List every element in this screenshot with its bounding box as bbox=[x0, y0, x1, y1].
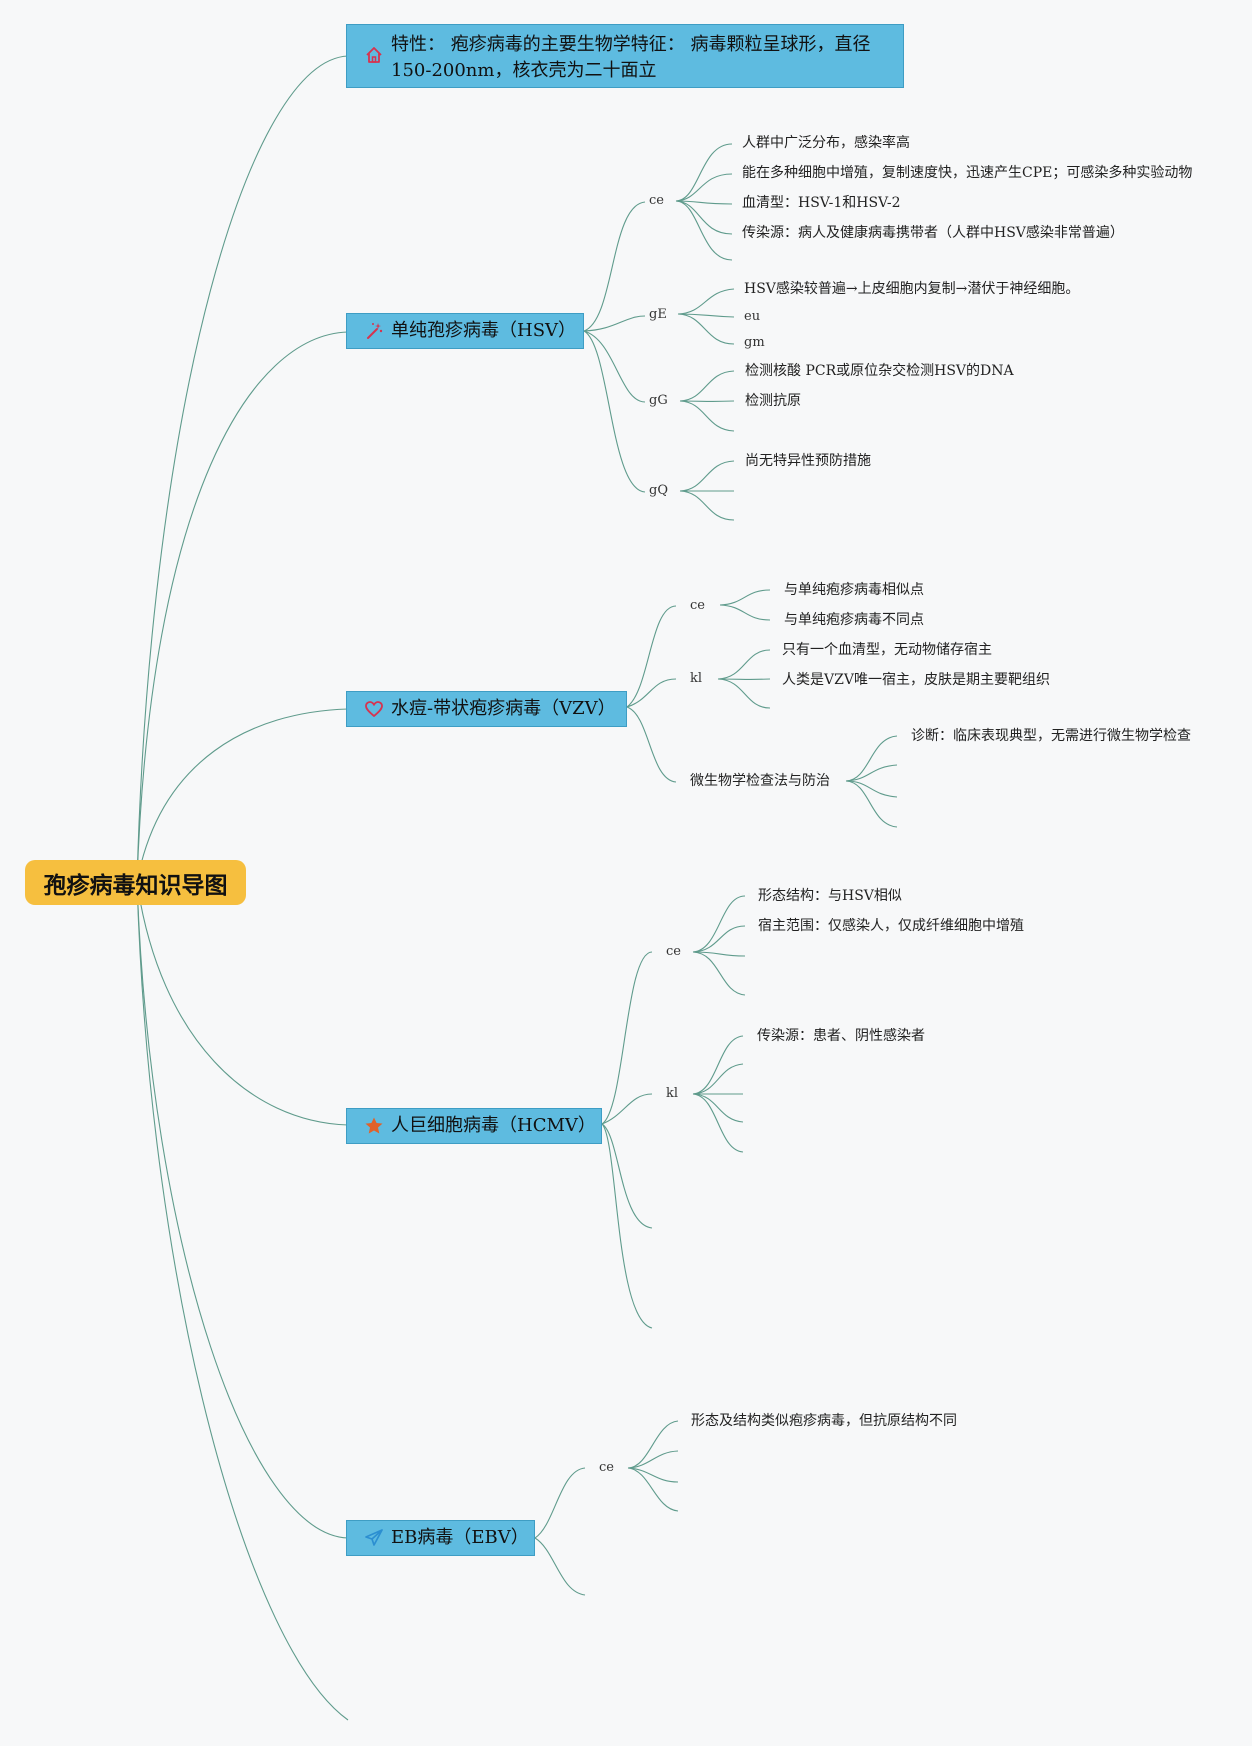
hcmv-ce-item-2[interactable]: 宿主范围：仅感染人，仅成纤维细胞中增殖 bbox=[758, 918, 1024, 934]
hcmv-ce-node[interactable]: ce bbox=[666, 944, 681, 959]
vzv-micro-node[interactable]: 微生物学检查法与防治 bbox=[690, 773, 830, 789]
home-icon bbox=[363, 44, 385, 66]
heart-icon bbox=[363, 698, 385, 720]
vzv-micro-item-1[interactable]: 诊断：临床表现典型，无需进行微生物学检查 bbox=[911, 728, 1191, 744]
paper-plane-icon bbox=[363, 1527, 385, 1549]
hsv-ge-item-3[interactable]: gm bbox=[744, 335, 765, 350]
hsv-ce-item-2[interactable]: 能在多种细胞中增殖，复制速度快，迅速产生CPE；可感染多种实验动物 bbox=[742, 165, 1193, 181]
topic-ebv-label: EB病毒（EBV） bbox=[391, 1527, 529, 1548]
hsv-ge-node[interactable]: gE bbox=[649, 307, 667, 322]
topic-hsv-label: 单纯孢疹病毒（HSV） bbox=[391, 320, 577, 341]
topic-vzv-label: 水痘-带状疱疹病毒（VZV） bbox=[391, 698, 616, 719]
hcmv-kl-node[interactable]: kl bbox=[666, 1086, 679, 1101]
connector-lines bbox=[136, 55, 898, 1721]
hsv-ce-item-1[interactable]: 人群中广泛分布，感染率高 bbox=[742, 135, 910, 151]
vzv-kl-item-1[interactable]: 只有一个血清型，无动物储存宿主 bbox=[782, 642, 992, 658]
topic-vzv[interactable]: 水痘-带状疱疹病毒（VZV） bbox=[346, 691, 627, 727]
root-node[interactable]: 孢疹病毒知识导图 bbox=[25, 860, 246, 905]
root-label: 孢疹病毒知识导图 bbox=[43, 872, 228, 899]
hsv-ge-item-2[interactable]: eu bbox=[744, 309, 761, 324]
topic-feature[interactable]: 特性： 疱疹病毒的主要生物学特征： 病毒颗粒呈球形，直径150-200nm，核衣… bbox=[346, 24, 904, 88]
topic-hcmv[interactable]: 人巨细胞病毒（HCMV） bbox=[346, 1108, 602, 1144]
hcmv-ce-item-1[interactable]: 形态结构：与HSV相似 bbox=[758, 888, 902, 904]
vzv-ce-item-2[interactable]: 与单纯疱疹病毒不同点 bbox=[784, 612, 924, 628]
hsv-gg-item-2[interactable]: 检测抗原 bbox=[745, 393, 801, 409]
topic-feature-label: 特性： 疱疹病毒的主要生物学特征： 病毒颗粒呈球形，直径150-200nm，核衣… bbox=[391, 34, 871, 81]
hsv-gg-node[interactable]: gG bbox=[649, 393, 668, 408]
hsv-ce-item-3[interactable]: 血清型：HSV-1和HSV-2 bbox=[742, 195, 901, 211]
hsv-ce-node[interactable]: ce bbox=[649, 193, 664, 208]
star-icon bbox=[363, 1115, 385, 1137]
hsv-gq-node[interactable]: gQ bbox=[649, 483, 668, 498]
ebv-ce-node[interactable]: ce bbox=[599, 1460, 614, 1475]
vzv-ce-node[interactable]: ce bbox=[690, 598, 705, 613]
hsv-gq-item-1[interactable]: 尚无特异性预防措施 bbox=[745, 453, 871, 469]
hsv-ge-item-1[interactable]: HSV感染较普遍→上皮细胞内复制→潜伏于神经细胞。 bbox=[744, 281, 1080, 297]
vzv-kl-node[interactable]: kl bbox=[690, 671, 703, 686]
topic-ebv[interactable]: EB病毒（EBV） bbox=[346, 1520, 535, 1556]
topic-hsv[interactable]: 单纯孢疹病毒（HSV） bbox=[346, 313, 584, 349]
hsv-ce-item-4[interactable]: 传染源：病人及健康病毒携带者（人群中HSV感染非常普遍） bbox=[742, 225, 1124, 241]
topic-hcmv-label: 人巨细胞病毒（HCMV） bbox=[391, 1115, 596, 1136]
hcmv-kl-item-1[interactable]: 传染源：患者、阴性感染者 bbox=[757, 1028, 925, 1044]
magic-wand-icon bbox=[363, 320, 385, 342]
hsv-gg-item-1[interactable]: 检测核酸 PCR或原位杂交检测HSV的DNA bbox=[745, 363, 1014, 379]
ebv-ce-item-1[interactable]: 形态及结构类似疱疹病毒，但抗原结构不同 bbox=[691, 1413, 957, 1429]
vzv-kl-item-2[interactable]: 人类是VZV唯一宿主，皮肤是期主要靶组织 bbox=[782, 672, 1050, 688]
vzv-ce-item-1[interactable]: 与单纯疱疹病毒相似点 bbox=[784, 582, 924, 598]
